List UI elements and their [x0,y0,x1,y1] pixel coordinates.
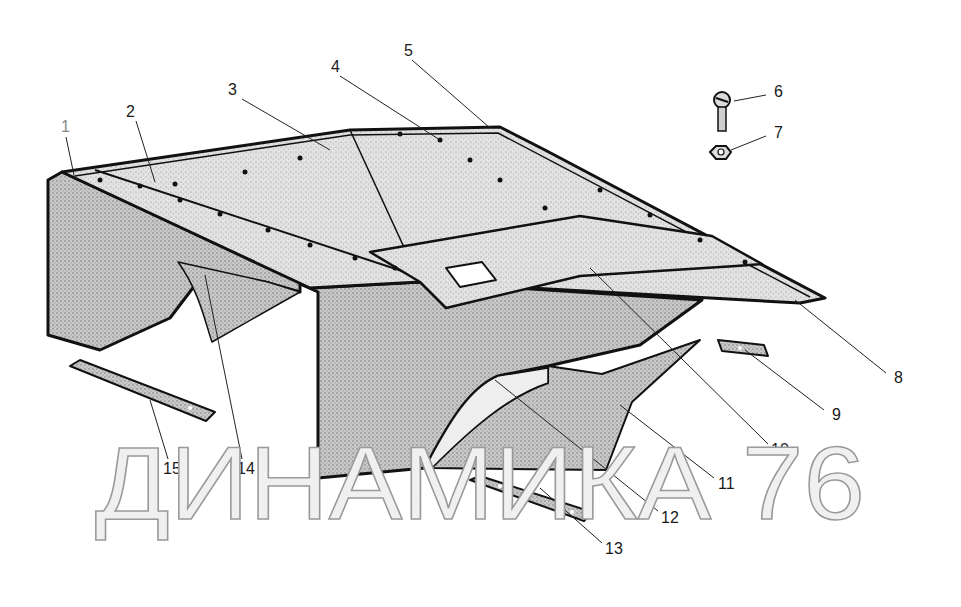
callout-number: 5 [404,42,413,60]
callout-number: 4 [331,58,340,76]
callout-number: 2 [126,103,135,121]
callout-number: 13 [605,540,623,558]
callout-number: 7 [774,124,783,142]
watermark: ДИНАМИКА 76 [95,428,865,538]
callout-number: 3 [228,81,237,99]
leader-lines [66,60,886,543]
bolt-and-nut [710,92,731,159]
callout-number: 9 [832,406,841,424]
callout-number: 8 [894,369,903,387]
callout-number: 6 [774,83,783,101]
callout-number: 1 [61,118,70,136]
